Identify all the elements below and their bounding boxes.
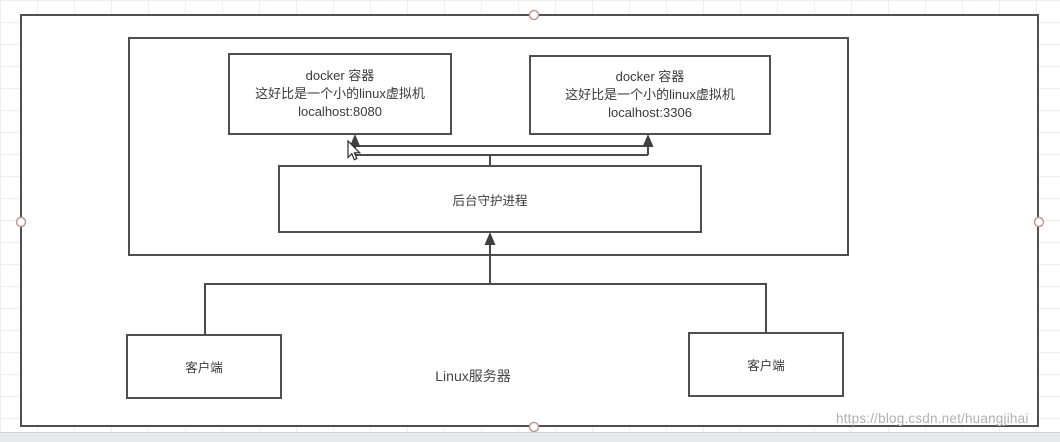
docker-description: 这好比是一个小的linux虚拟机 bbox=[255, 86, 425, 101]
docker-container-3306-shape[interactable]: docker 容器 这好比是一个小的linux虚拟机 localhost:330… bbox=[529, 55, 771, 135]
bottom-edge-strip bbox=[0, 432, 1060, 442]
client-label: 客户端 bbox=[185, 361, 223, 375]
docker-address: localhost:8080 bbox=[298, 104, 382, 119]
docker-title: docker 容器 bbox=[615, 69, 685, 84]
client-right-shape[interactable]: 客户端 bbox=[688, 332, 844, 397]
daemon-label: 后台守护进程 bbox=[452, 193, 528, 208]
docker-title: docker 容器 bbox=[305, 68, 375, 83]
daemon-process-shape[interactable]: 后台守护进程 bbox=[278, 165, 702, 233]
docker-container-8080-shape[interactable]: docker 容器 这好比是一个小的linux虚拟机 localhost:808… bbox=[228, 53, 452, 135]
docker-address: localhost:3306 bbox=[608, 105, 692, 120]
linux-server-label[interactable]: Linux服务器 bbox=[435, 368, 511, 384]
client-label: 客户端 bbox=[747, 359, 785, 373]
docker-description: 这好比是一个小的linux虚拟机 bbox=[565, 87, 735, 102]
watermark-url: https://blog.csdn.net/huangjihai bbox=[836, 411, 1029, 426]
client-left-shape[interactable]: 客户端 bbox=[126, 334, 282, 399]
